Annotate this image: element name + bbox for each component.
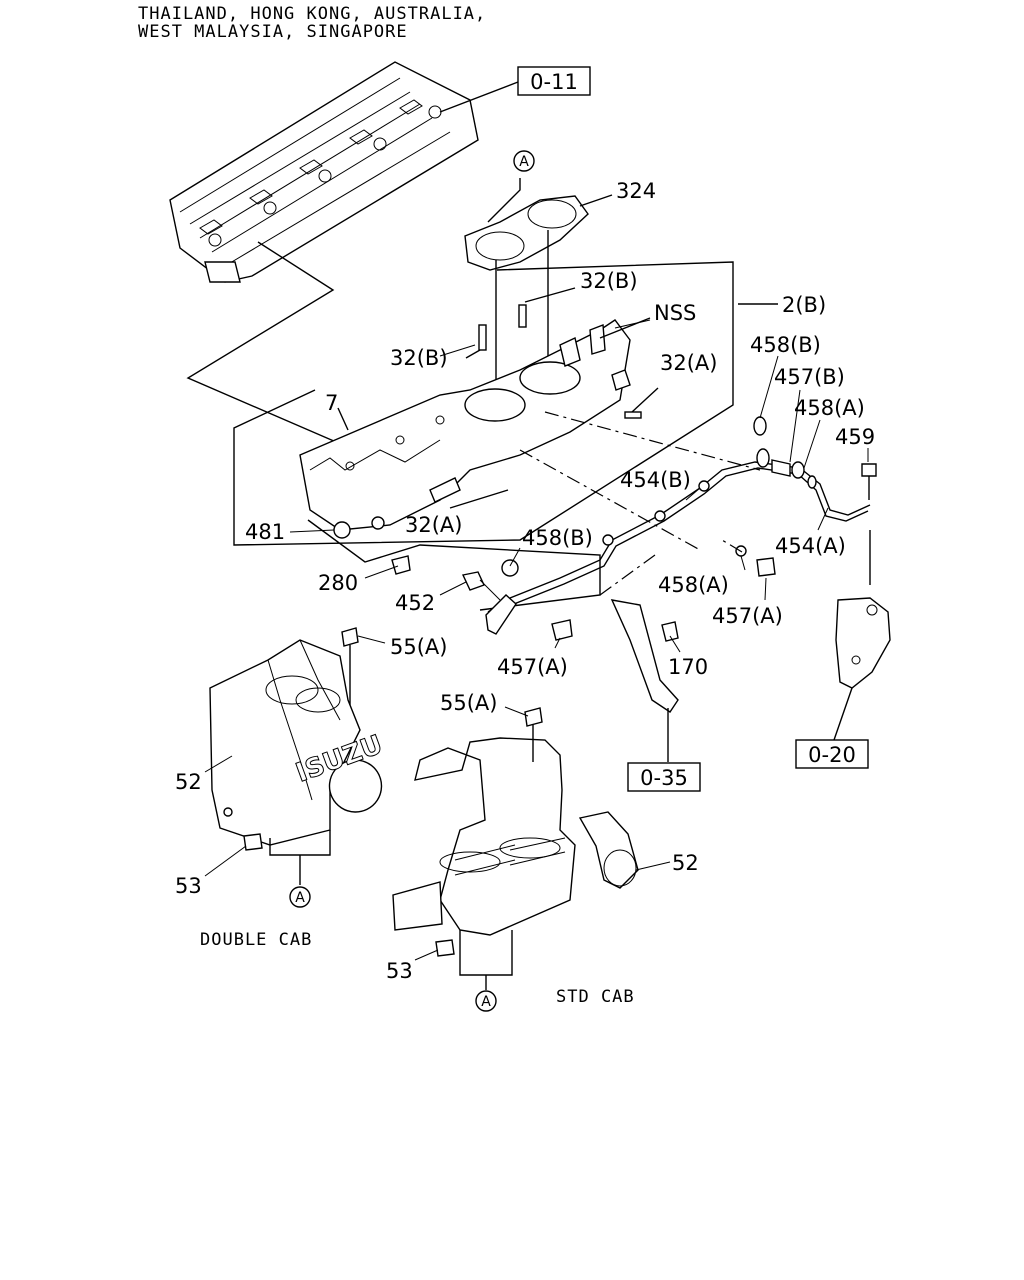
header-line-1: THAILAND, HONG KONG, AUSTRALIA, xyxy=(138,4,487,24)
label-481[interactable]: 481 xyxy=(245,520,285,544)
label-458a-top[interactable]: 458(A) xyxy=(794,396,865,420)
label-458b-top[interactable]: 458(B) xyxy=(750,333,821,357)
ref-0-20-text: 0-20 xyxy=(808,743,856,767)
ref-box-0-11[interactable]: 0-11 xyxy=(517,66,591,96)
svg-text:A: A xyxy=(519,154,529,170)
label-53-left[interactable]: 53 xyxy=(175,874,202,898)
label-55a-top[interactable]: 55(A) xyxy=(390,635,447,659)
air-duct-double-cab: ISUZU xyxy=(209,627,387,885)
svg-text:A: A xyxy=(295,890,305,906)
bracket-170 xyxy=(610,599,679,762)
label-280[interactable]: 280 xyxy=(318,571,358,595)
label-nss[interactable]: NSS xyxy=(654,301,696,325)
circled-a-marker[interactable]: A xyxy=(289,886,311,908)
label-32b-top[interactable]: 32(B) xyxy=(580,269,638,293)
label-2b[interactable]: 2(B) xyxy=(782,293,826,317)
caption-double-cab: DOUBLE CAB xyxy=(200,930,312,950)
label-458b-mid[interactable]: 458(B) xyxy=(522,526,593,550)
leader-lines xyxy=(204,319,869,961)
label-53-right[interactable]: 53 xyxy=(386,959,413,983)
pipe-454 xyxy=(333,416,877,642)
intake-manifold xyxy=(299,287,761,551)
ref-0-11-text: 0-11 xyxy=(530,70,578,94)
label-52-right[interactable]: 52 xyxy=(672,851,699,875)
label-32a-mid[interactable]: 32(A) xyxy=(405,513,462,537)
ref-box-0-20[interactable]: 0-20 xyxy=(795,739,869,769)
circled-a-marker[interactable]: A xyxy=(513,150,535,172)
label-55a-mid[interactable]: 55(A) xyxy=(440,691,497,715)
assembly-boundary-lines xyxy=(186,241,778,611)
caption-std-cab: STD CAB xyxy=(556,987,635,1007)
label-32b-left[interactable]: 32(B) xyxy=(390,346,448,370)
circled-a-marker[interactable]: A xyxy=(475,990,497,1012)
label-457a-right[interactable]: 457(A) xyxy=(712,604,783,628)
label-459[interactable]: 459 xyxy=(835,425,875,449)
label-457b[interactable]: 457(B) xyxy=(774,365,845,389)
label-457a-mid[interactable]: 457(A) xyxy=(497,655,568,679)
ref-0-35-text: 0-35 xyxy=(640,766,688,790)
bracket-0-20 xyxy=(833,530,891,741)
label-32a-right[interactable]: 32(A) xyxy=(660,351,717,375)
svg-text:A: A xyxy=(481,994,491,1010)
air-duct-std-cab xyxy=(392,707,639,990)
label-458a-low[interactable]: 458(A) xyxy=(658,573,729,597)
gasket-324 xyxy=(464,178,613,402)
label-7[interactable]: 7 xyxy=(325,391,338,415)
cylinder-head-drawing xyxy=(169,61,519,283)
label-452[interactable]: 452 xyxy=(395,591,435,615)
label-52-left[interactable]: 52 xyxy=(175,770,202,794)
label-324[interactable]: 324 xyxy=(616,179,656,203)
label-454a[interactable]: 454(A) xyxy=(775,534,846,558)
ref-box-0-35[interactable]: 0-35 xyxy=(627,762,701,792)
label-170[interactable]: 170 xyxy=(668,655,708,679)
label-454b[interactable]: 454(B) xyxy=(620,468,691,492)
header-line-2: WEST MALAYSIA, SINGAPORE xyxy=(138,22,408,42)
